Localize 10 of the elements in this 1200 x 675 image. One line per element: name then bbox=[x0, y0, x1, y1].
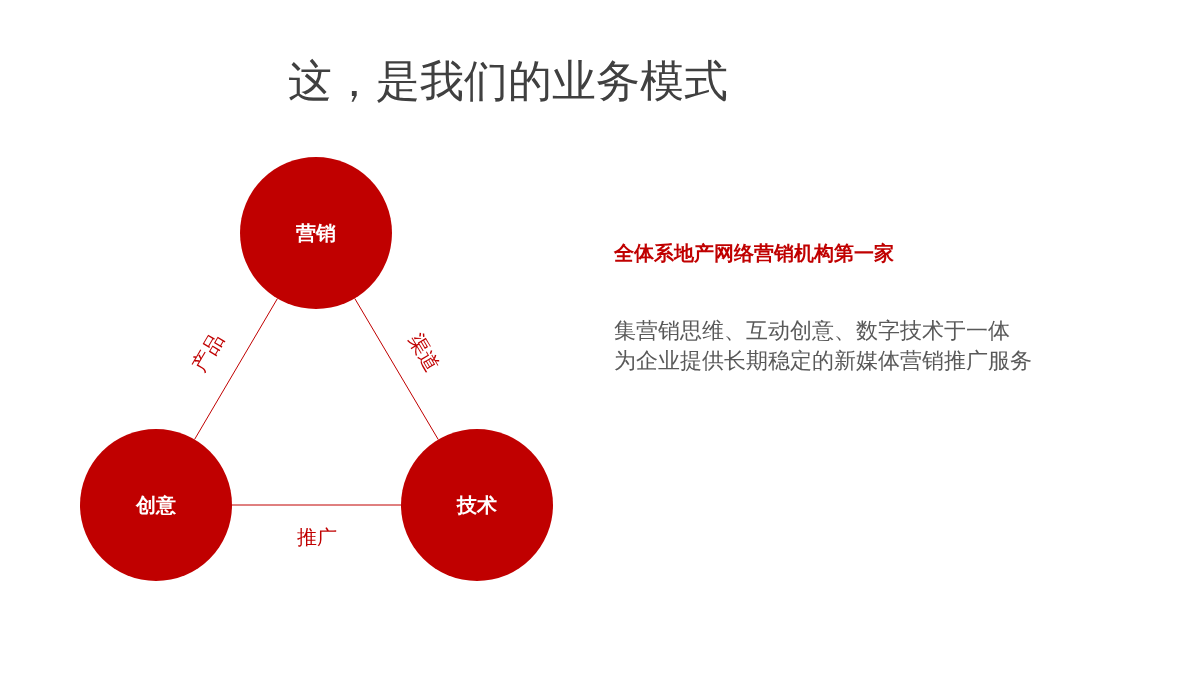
connector-line bbox=[194, 298, 278, 440]
description-text: 为企业提供长期稳定的新媒体营销推广服务 bbox=[614, 347, 1032, 375]
description-text: 集营销思维、互动创意、数字技术于一体 bbox=[614, 317, 1010, 345]
title: 这，是我们的业务模式 bbox=[288, 54, 728, 108]
circle-node: 营销 bbox=[240, 157, 392, 309]
connector-line bbox=[354, 297, 439, 441]
circle-node: 技术 bbox=[401, 429, 553, 581]
tagline: 全体系地产网络营销机构第一家 bbox=[614, 240, 894, 267]
circle-node: 创意 bbox=[80, 429, 232, 581]
connector-line bbox=[231, 504, 402, 506]
